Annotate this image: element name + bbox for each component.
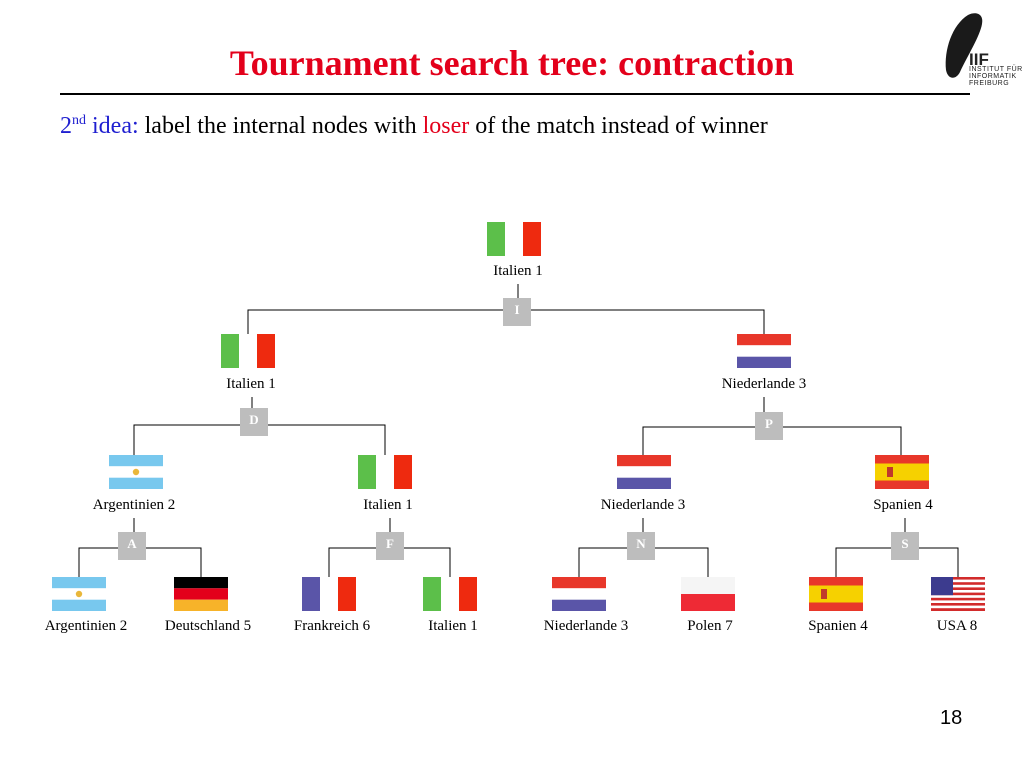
idea-text-after: of the match instead of winner <box>469 113 768 139</box>
logo-text: INSTITUT FÜR INFORMATIK FREIBURG <box>969 66 1023 87</box>
netherlands-flag-icon <box>552 577 606 611</box>
spain-flag-icon <box>809 577 863 611</box>
logo-line-3: FREIBURG <box>969 80 1010 87</box>
idea-superscript: nd <box>72 113 86 128</box>
leaf-label-7: Spanien 4 <box>808 618 868 634</box>
netherlands-flag-icon <box>737 334 791 368</box>
level2-label-3: Niederlande 3 <box>600 497 686 513</box>
level1-label-right: Niederlande 3 <box>721 376 807 392</box>
level2-node-letter-3: N <box>627 532 655 560</box>
italy-flag-icon <box>221 334 275 368</box>
spain-flag-icon <box>875 455 929 489</box>
leaf-label-4: Italien 1 <box>428 618 478 634</box>
netherlands-flag-icon <box>617 455 671 489</box>
idea-number: 2 <box>60 113 72 139</box>
usa-flag-icon <box>931 577 985 611</box>
page-number: 18 <box>940 707 963 729</box>
level2-node-letter-1: A <box>118 532 146 560</box>
idea-keyword: idea: <box>92 113 139 139</box>
leaf-label-6: Polen 7 <box>687 618 733 634</box>
level1-node-letter-left: D <box>240 408 268 436</box>
germany-flag-icon <box>174 577 228 611</box>
italy-flag-icon <box>487 222 541 256</box>
leaf-label-5: Niederlande 3 <box>543 618 629 634</box>
leaf-label-2: Deutschland 5 <box>164 618 252 634</box>
level2-label-2: Italien 1 <box>363 497 413 513</box>
idea-loser: loser <box>422 113 470 139</box>
slide-title: Tournament search tree: contraction <box>229 43 795 83</box>
root-node-letter: I <box>503 298 531 326</box>
italy-flag-icon <box>358 455 412 489</box>
idea-line: 2nd idea: label the internal nodes with … <box>60 113 768 140</box>
iif-logo-icon <box>945 13 983 78</box>
level2-node-letter-2: F <box>376 532 404 560</box>
leaf-label-3: Frankreich 6 <box>293 618 371 634</box>
level2-node-letter-4: S <box>891 532 919 560</box>
poland-flag-icon <box>681 577 735 611</box>
argentina-flag-icon <box>52 577 106 611</box>
logo-line-2: INFORMATIK <box>969 73 1017 80</box>
logo-line-1: INSTITUT FÜR <box>969 66 1023 73</box>
leaf-label-8: USA 8 <box>936 618 978 634</box>
title-divider <box>60 93 970 95</box>
argentina-flag-icon <box>109 455 163 489</box>
idea-text-before: label the internal nodes with <box>138 113 423 139</box>
italy-flag-icon <box>423 577 477 611</box>
level2-label-4: Spanien 4 <box>873 497 933 513</box>
level1-node-letter-right: P <box>755 412 783 440</box>
root-label: Italien 1 <box>493 263 543 279</box>
level1-label-left: Italien 1 <box>226 376 276 392</box>
leaf-label-1: Argentinien 2 <box>44 618 128 634</box>
france-flag-icon <box>302 577 356 611</box>
logo-abbr: IIF <box>969 50 989 69</box>
level2-label-1: Argentinien 2 <box>92 497 176 513</box>
